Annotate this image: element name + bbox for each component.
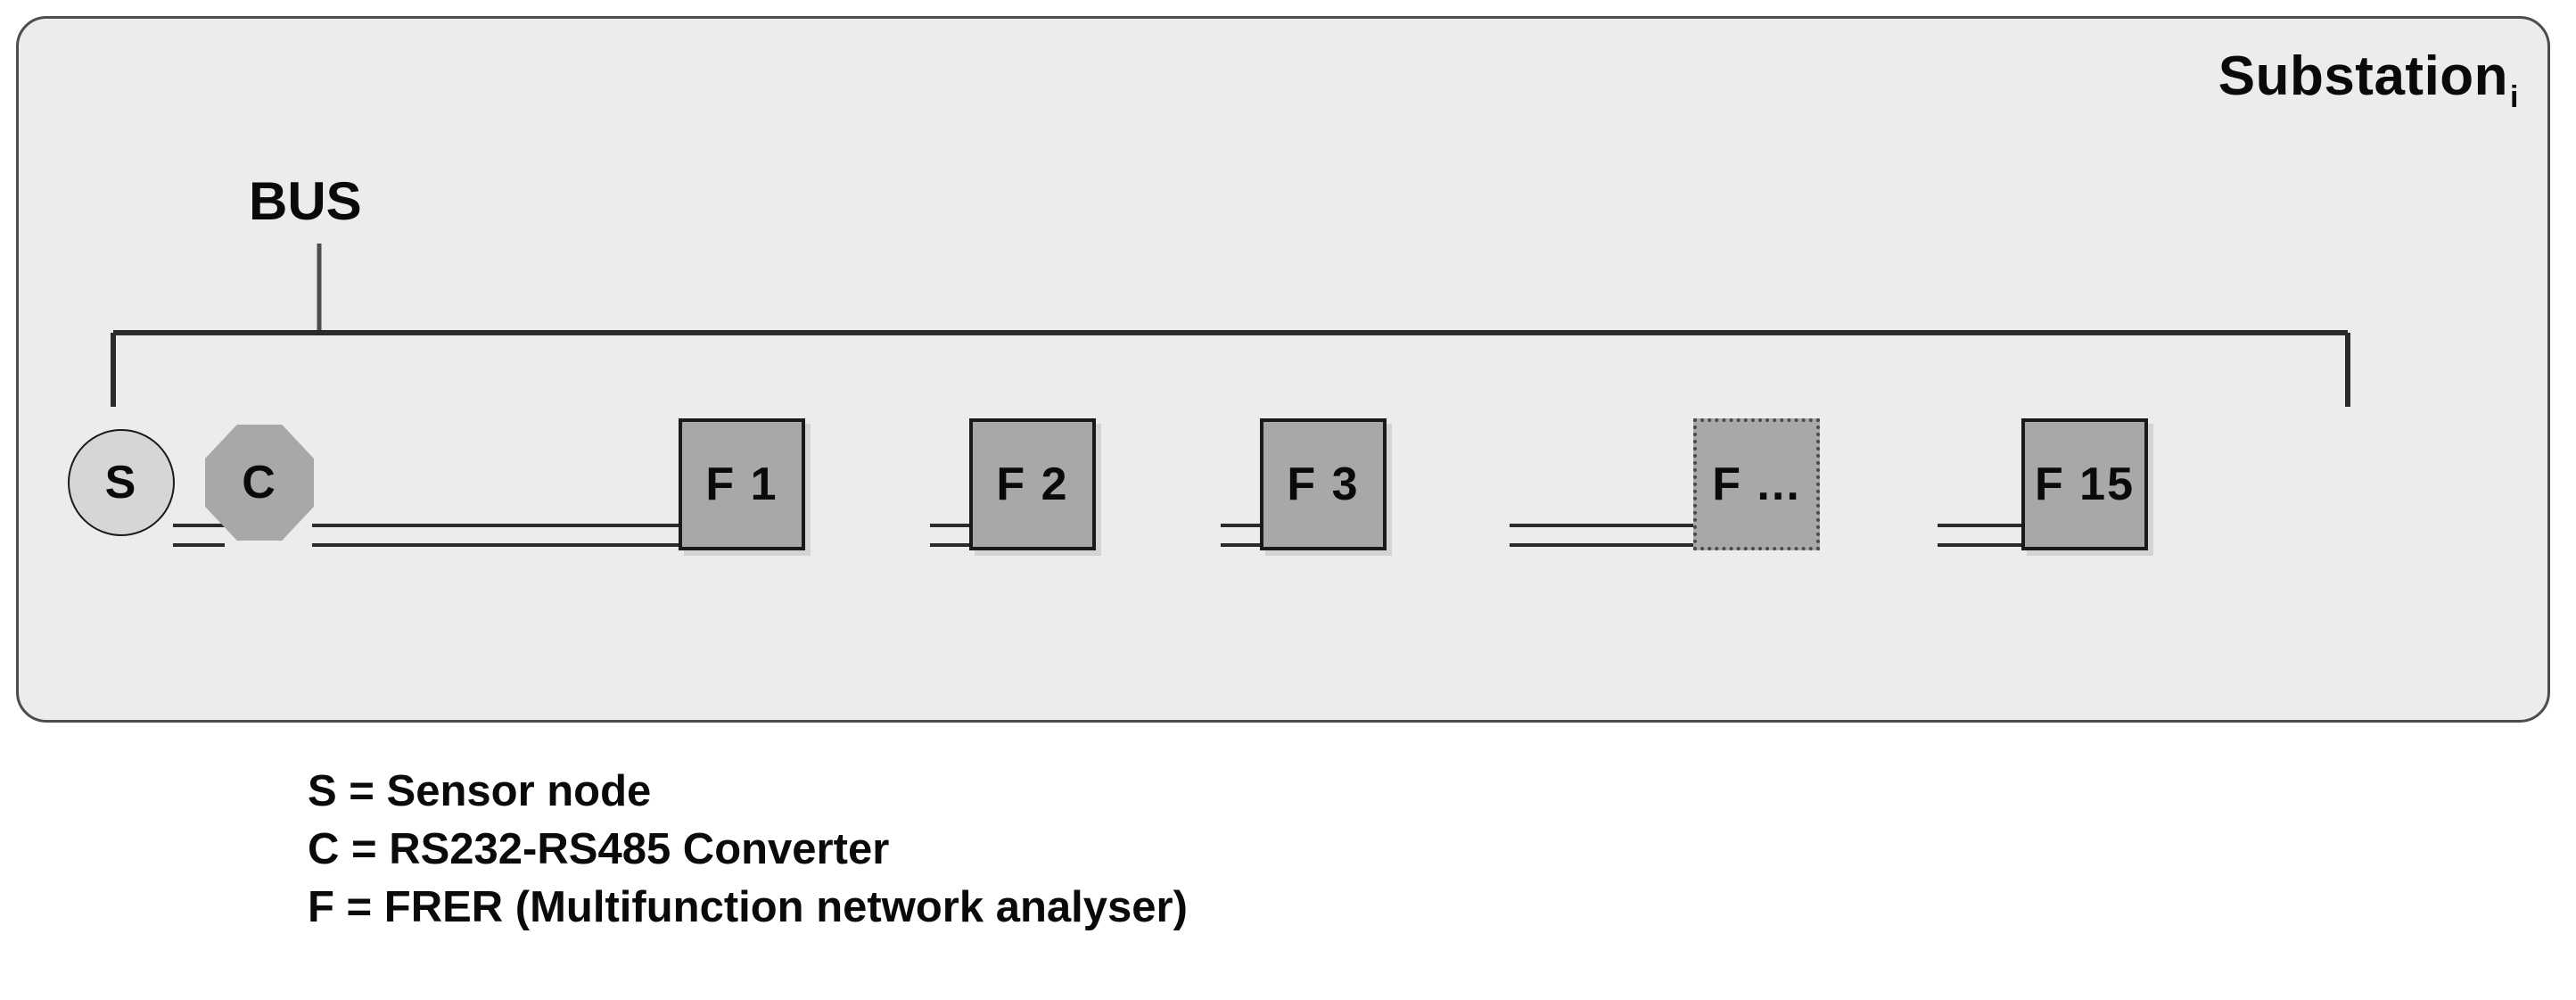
node-frer-2-label: F 2 (996, 459, 1069, 510)
node-frer-15[interactable]: F 15 (2021, 418, 2148, 550)
node-frer-ellipsis-label: F ... (1712, 459, 1801, 510)
node-converter-label: C (242, 457, 277, 508)
node-frer-1-label: F 1 (705, 459, 778, 510)
node-frer-3[interactable]: F 3 (1260, 418, 1387, 550)
device-chain: S C F 1 F 2 F 3 F ... F 15 (19, 19, 2553, 725)
substation-title-subscript: i (2510, 80, 2519, 114)
node-converter[interactable]: C (205, 425, 314, 541)
substation-title: Substationi (2218, 49, 2519, 113)
bus-label: BUS (249, 171, 362, 231)
node-frer-15-label: F 15 (2034, 459, 2136, 510)
legend-item-converter: C = RS232-RS485 Converter (308, 825, 890, 874)
legend: S = Sensor node C = RS232-RS485 Converte… (308, 763, 1188, 937)
legend-item-frer: F = FRER (Multifunction network analyser… (308, 883, 1188, 932)
substation-panel: Substationi BUS S (16, 16, 2550, 723)
legend-item-sensor: S = Sensor node (308, 767, 652, 815)
node-sensor-label: S (104, 457, 138, 508)
node-frer-ellipsis[interactable]: F ... (1693, 418, 1820, 550)
node-frer-1[interactable]: F 1 (679, 418, 805, 550)
node-sensor[interactable]: S (68, 429, 175, 536)
node-frer-3-label: F 3 (1287, 459, 1360, 510)
substation-title-text: Substation (2218, 45, 2509, 107)
node-frer-2[interactable]: F 2 (969, 418, 1096, 550)
